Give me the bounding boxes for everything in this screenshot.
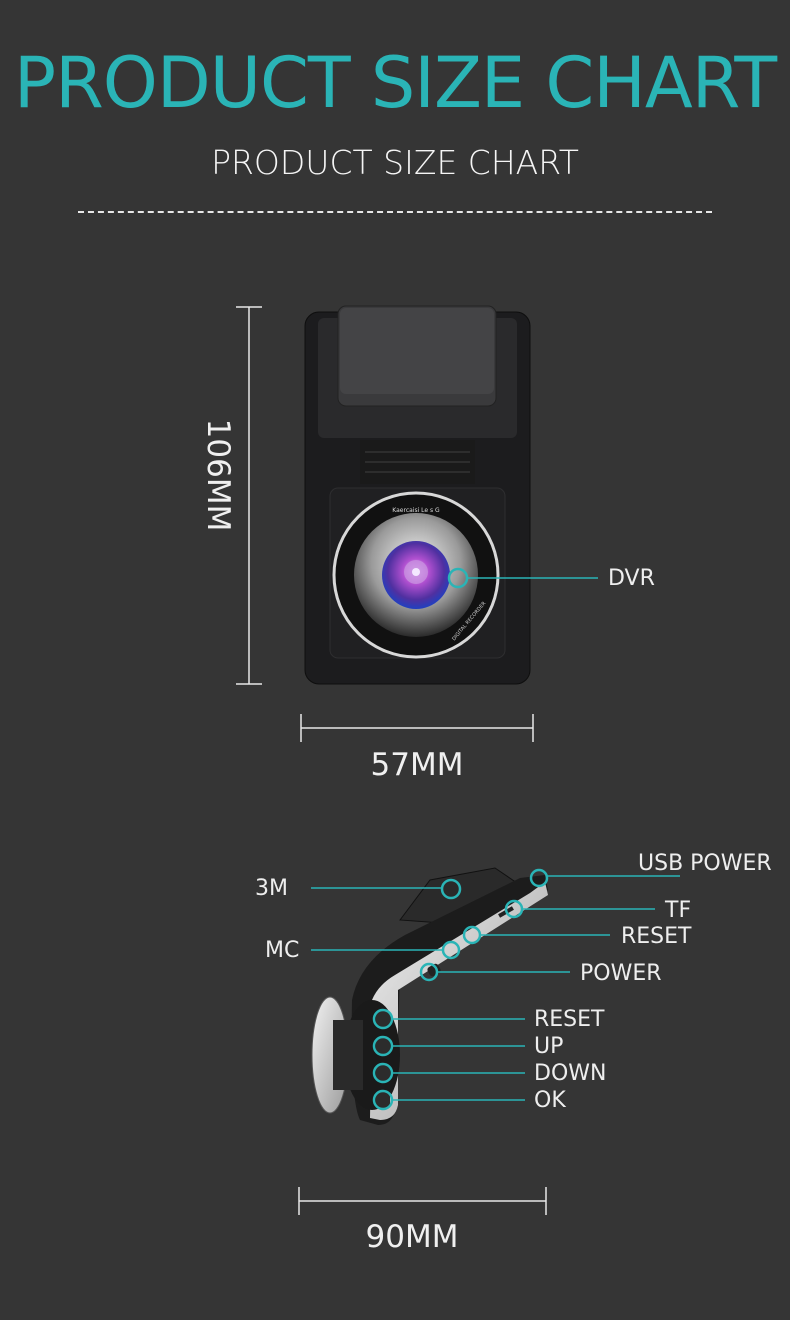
length-label: 90MM	[365, 1219, 459, 1255]
width-label: 57MM	[370, 747, 464, 783]
callout-down: DOWN	[534, 1061, 607, 1086]
callout-reset-top: RESET	[621, 924, 692, 949]
length-dimension-line	[298, 1187, 547, 1215]
dashcam-side	[311, 867, 548, 1125]
width-dimension-line	[300, 714, 534, 742]
dvr-callout-marker	[447, 567, 598, 589]
page-subtitle: PRODUCT SIZE CHART	[211, 143, 579, 182]
callout-up: UP	[534, 1034, 564, 1059]
lens-brand-text: Kaercaisi Le s G	[392, 507, 440, 514]
callout-tf: TF	[665, 898, 692, 923]
callout-reset: RESET	[534, 1007, 605, 1032]
callout-usb-power: USB POWER	[638, 851, 772, 876]
page-title: PRODUCT SIZE CHART	[13, 42, 777, 124]
height-label: 106MM	[200, 418, 236, 532]
callout-ok: OK	[534, 1088, 566, 1113]
dashcam-front: Kaercaisi Le s G DIGITAL RECORDER	[304, 305, 531, 685]
callout-3m: 3M	[255, 876, 288, 901]
callout-power: POWER	[580, 961, 662, 986]
callout-dvr: DVR	[608, 566, 655, 591]
side-callout-markers	[311, 868, 680, 1111]
callout-mc: MC	[265, 938, 300, 963]
height-dimension-line	[236, 306, 262, 685]
dashed-divider	[78, 211, 712, 213]
